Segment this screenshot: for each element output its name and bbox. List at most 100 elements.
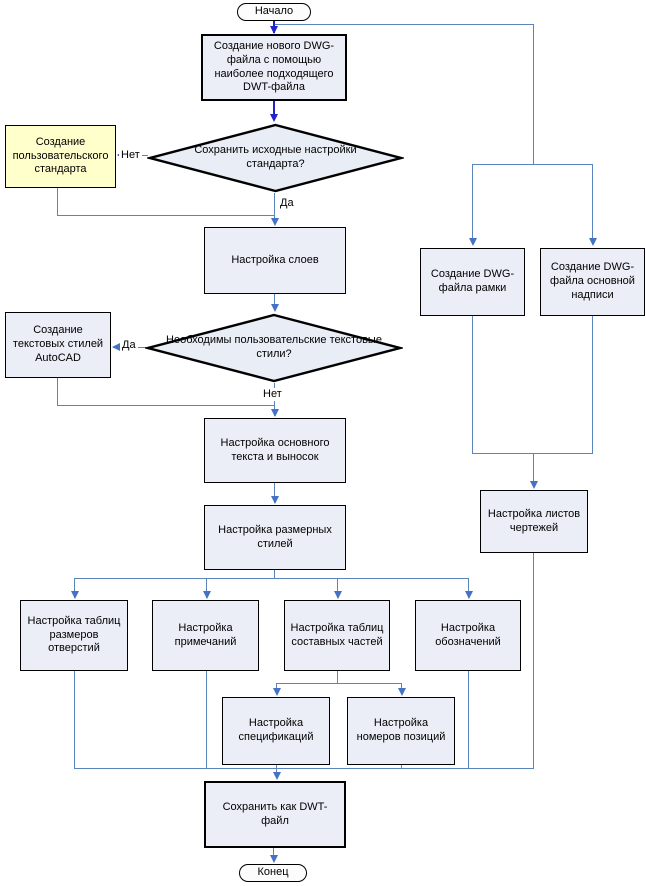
flow-node-need-styles-question: Необходимы пользовательские текстовые ст…	[145, 313, 403, 383]
arrowhead	[270, 26, 278, 34]
flow-node-notes: Настройка примечаний	[152, 600, 259, 671]
connector	[472, 164, 593, 165]
arrowhead	[469, 238, 477, 246]
flow-node-hole-tables: Настройка таблиц размеров отверстий	[20, 600, 128, 671]
arrowhead	[270, 114, 278, 122]
node-label: Настройка спецификаций	[238, 717, 314, 743]
flow-node-end: Конец	[239, 864, 307, 882]
connector	[468, 578, 469, 598]
flow-node-dim-styles: Настройка размерных стилей	[204, 505, 346, 570]
flow-node-create-dwg: Создание нового DWG-файла с помощью наиб…	[201, 34, 347, 101]
node-label: Настройка примечаний	[174, 621, 237, 648]
flow-node-parts-tables: Настройка таблиц составных частей	[284, 600, 390, 671]
arrowhead	[273, 688, 281, 696]
connector	[472, 316, 473, 453]
connector	[401, 765, 402, 769]
connector	[274, 193, 275, 224]
edge-label-yes: Да	[278, 197, 296, 210]
flow-node-sheets: Настройка листов чертежей	[480, 490, 588, 553]
flow-node-base-text: Настройка основного текста и выносок	[204, 418, 346, 483]
arrowhead	[334, 591, 342, 599]
node-label: Создание DWG-файла основной надписи	[550, 261, 635, 301]
connector	[276, 768, 277, 774]
connector	[275, 24, 533, 25]
node-label: Сохранить как DWT-файл	[222, 800, 328, 827]
connector	[74, 578, 75, 598]
flow-node-specs: Настройка спецификаций	[222, 697, 330, 765]
connector	[57, 378, 58, 406]
arrowhead	[589, 238, 597, 246]
connector	[274, 483, 275, 503]
connector	[472, 164, 473, 244]
connector	[274, 294, 275, 310]
flow-node-custom-standard: Создание пользовательского стандарта	[5, 125, 116, 188]
connector	[472, 453, 593, 454]
flow-node-start: Начало	[237, 3, 311, 21]
node-label: Настройка таблиц размеров отверстий	[27, 614, 121, 655]
arrowhead	[271, 304, 279, 312]
connector	[74, 768, 534, 769]
node-label: Создание нового DWG-файла с помощью наиб…	[213, 40, 335, 94]
diamond-shape	[145, 313, 403, 383]
connector	[592, 164, 593, 244]
connector	[276, 765, 277, 769]
flow-node-item-numbers: Настройка номеров позиций	[347, 697, 455, 765]
connector	[401, 683, 402, 691]
flow-node-save-dwt: Сохранить как DWT-файл	[204, 781, 346, 848]
edge-label-no: Нет	[261, 388, 284, 401]
arrowhead	[465, 591, 473, 599]
connector	[533, 453, 534, 484]
flow-node-dwg-titleblock: Создание DWG-файла основной надписи	[540, 248, 645, 316]
node-label: Создание текстовых стилей AutoCAD	[12, 324, 104, 364]
node-label: Начало	[254, 5, 294, 18]
connector	[337, 671, 338, 683]
connector	[276, 683, 402, 684]
flow-node-symbols: Настройка обозначений	[415, 600, 521, 671]
node-label: Настройка таблиц составных частей	[290, 621, 384, 648]
arrowhead	[112, 343, 120, 351]
edge-label-no: Нет	[119, 149, 142, 162]
node-label: Создание пользовательского стандарта	[12, 135, 109, 176]
node-label: Настройка слоев	[231, 253, 319, 266]
connector	[273, 101, 275, 119]
node-label: Настройка основного текста и выносок	[220, 436, 330, 463]
connector	[206, 671, 207, 769]
node-label: Настройка номеров позиций	[356, 717, 446, 743]
connector	[273, 848, 274, 857]
connector	[592, 316, 593, 453]
connector	[533, 553, 534, 769]
diamond-shape	[147, 123, 404, 193]
arrowhead	[530, 481, 538, 489]
node-label: Конец	[257, 866, 289, 879]
node-label: Создание DWG-файла рамки	[430, 268, 515, 294]
connector	[57, 215, 274, 216]
flow-node-dwg-frame: Создание DWG-файла рамки	[420, 248, 525, 316]
connector	[206, 578, 207, 598]
arrowhead	[270, 855, 278, 863]
node-label: Настройка размерных стилей	[218, 523, 332, 550]
connector	[74, 578, 468, 579]
arrowhead	[71, 591, 79, 599]
arrowhead	[398, 688, 406, 696]
flow-node-layers: Настройка слоев	[204, 227, 346, 294]
arrowhead	[271, 496, 279, 504]
node-label: Сохранить исходные настройки стандарта?	[194, 144, 357, 170]
connector	[468, 671, 469, 769]
flow-node-text-styles: Создание текстовых стилей AutoCAD	[5, 312, 111, 378]
connector	[57, 405, 274, 406]
arrowhead	[203, 591, 211, 599]
edge-label-yes: Да	[120, 339, 138, 352]
connector	[337, 578, 338, 598]
arrowhead	[271, 218, 279, 226]
arrowhead	[273, 772, 281, 780]
connector	[274, 570, 275, 579]
node-label: Настройка листов чертежей	[487, 507, 581, 534]
node-label: Настройка обозначений	[435, 621, 501, 648]
connector	[533, 24, 534, 164]
connector	[276, 683, 277, 691]
arrowhead	[271, 409, 279, 417]
node-label: Необходимы пользовательские текстовые ст…	[166, 334, 382, 360]
connector	[57, 188, 58, 216]
flow-node-keep-settings-question: Сохранить исходные настройки стандарта?	[147, 123, 404, 193]
